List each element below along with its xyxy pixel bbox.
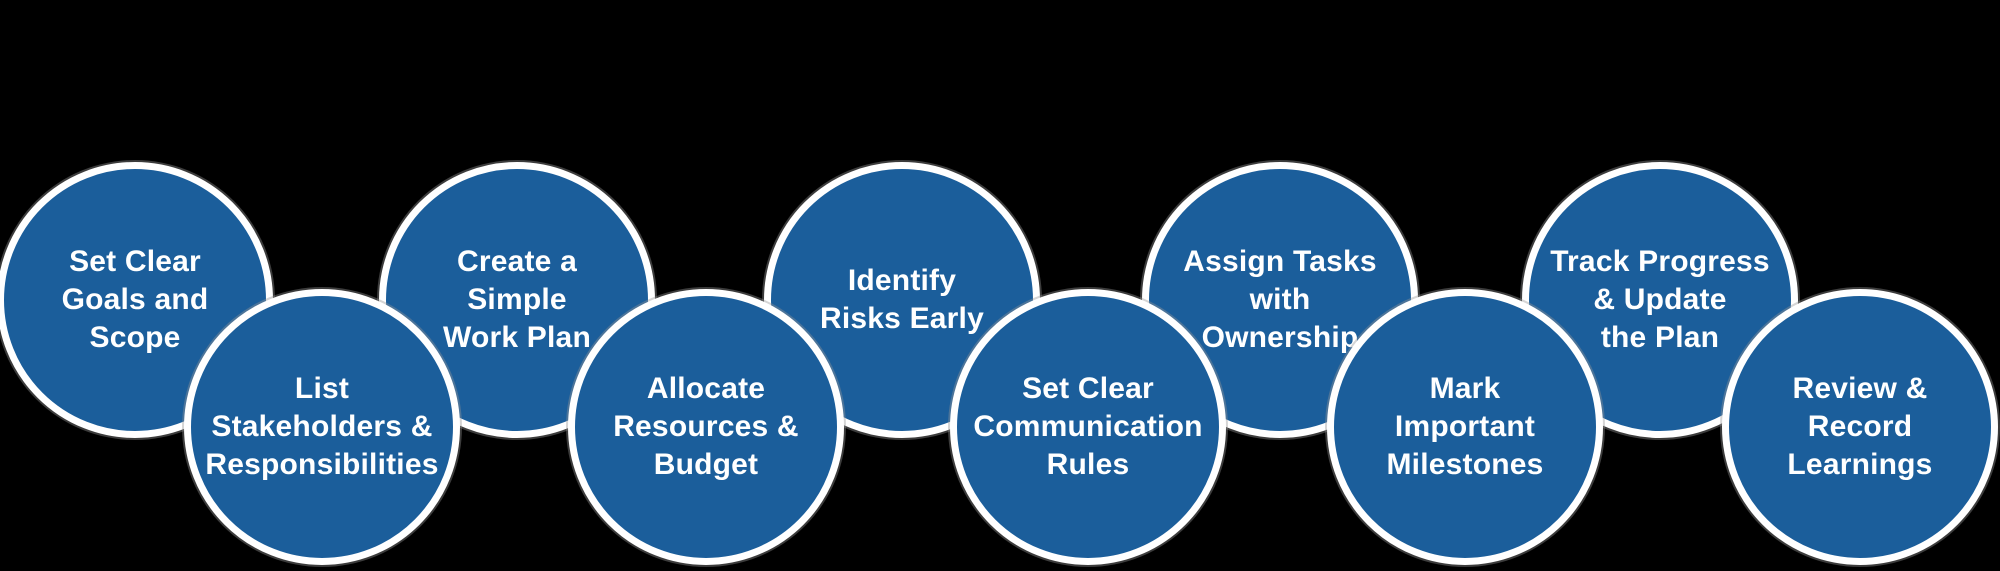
step-label: List Stakeholders & Responsibilities [205,372,439,481]
step-label: Set Clear Communication Rules [973,372,1203,481]
step-circle-mark-important-milestones: Mark Important Milestones [1327,289,1603,565]
step-circle-set-clear-goals-and-scope: Set Clear Goals and Scope [0,162,273,438]
step-circle-list-stakeholders-responsibilities: List Stakeholders & Responsibilities [184,289,460,565]
step-circle-review-record-learnings: Review & Record Learnings [1722,289,1998,565]
step-label: Review & Record Learnings [1787,372,1933,481]
step-label: Track Progress & Update the Plan [1550,245,1770,354]
step-label: Assign Tasks with Ownership [1183,245,1377,354]
step-label: Create a Simple Work Plan [443,245,591,354]
step-label: Set Clear Goals and Scope [61,245,209,354]
step-circle-allocate-resources-budget: Allocate Resources & Budget [568,289,844,565]
step-label: Allocate Resources & Budget [613,372,799,481]
step-circle-set-clear-communication-rules: Set Clear Communication Rules [950,289,1226,565]
step-label: Mark Important Milestones [1386,372,1544,481]
step-label: Identify Risks Early [820,264,984,335]
